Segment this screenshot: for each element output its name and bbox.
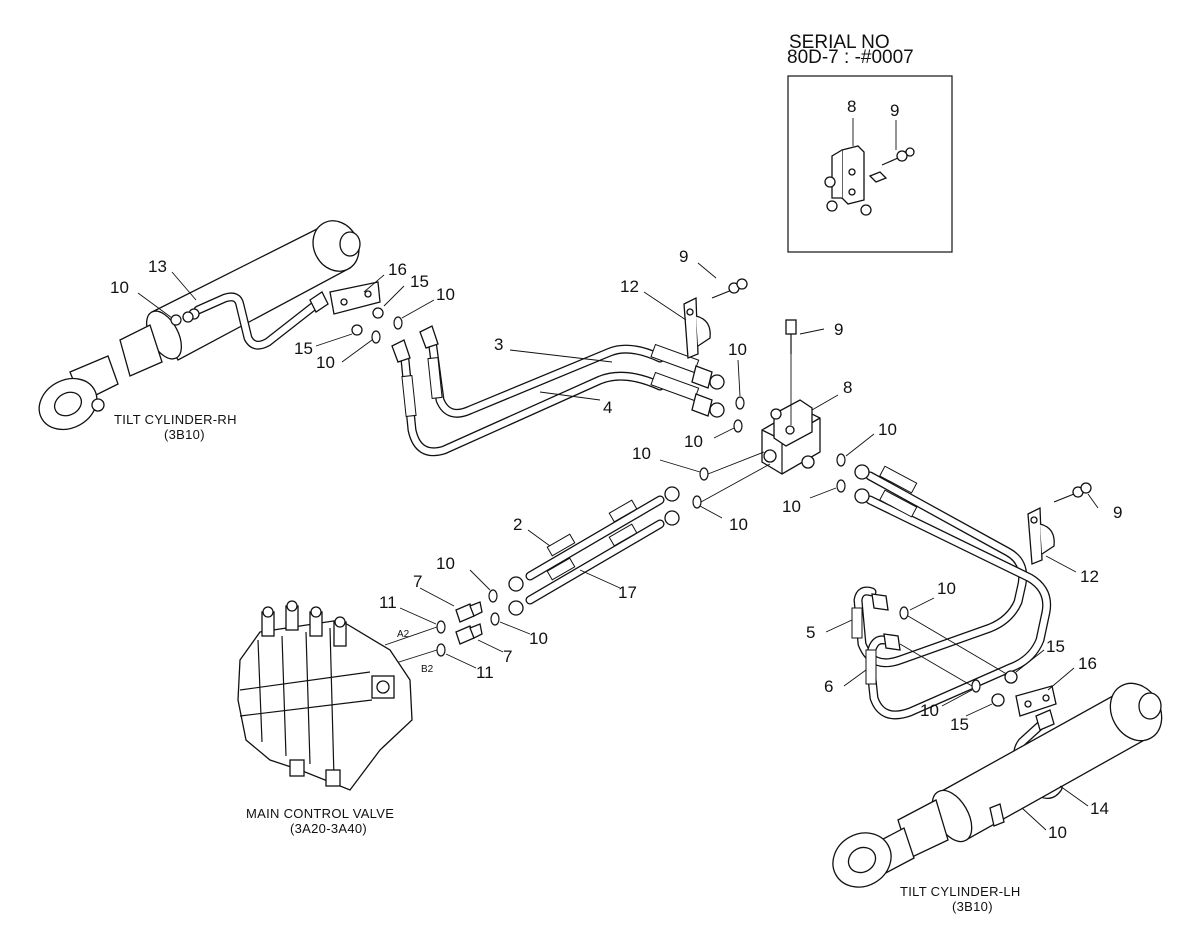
inset-bracket-8	[824, 145, 888, 216]
callout-15-lh-a: 15	[1046, 637, 1065, 656]
callout-10-lh-b: 10	[920, 701, 939, 720]
block-8	[761, 399, 821, 475]
callout-8-inset: 8	[847, 97, 856, 116]
callout-12-right: 12	[1080, 567, 1099, 586]
oring-10-mid-b	[490, 612, 500, 626]
callout-7-a: 7	[413, 572, 422, 591]
callout-10-rh-a: 10	[110, 278, 129, 297]
clamp-12-right	[1027, 506, 1055, 565]
callout-3: 3	[494, 335, 503, 354]
serial-inset-frame	[787, 75, 953, 253]
oring-10-block-a	[735, 396, 745, 410]
serial-title: SERIAL NO	[789, 32, 890, 53]
callout-numbers: 13 10 16 15 10 15 10 9 12 3 4 9 10 8 10 …	[110, 247, 1122, 842]
callout-10-mid-a: 10	[436, 554, 455, 573]
tilt-cylinder-rh	[38, 220, 361, 431]
tilt-lh-ref: (3B10)	[952, 899, 993, 914]
callout-6: 6	[824, 677, 833, 696]
oring-10-block-e	[692, 495, 702, 509]
tilt-rh-ref: (3B10)	[164, 427, 205, 442]
oring-10-block-c	[836, 453, 846, 467]
callout-10-block-b: 10	[684, 432, 703, 451]
hose-6	[854, 488, 1052, 720]
callout-17: 17	[618, 583, 637, 602]
mcv-ref: (3A20-3A40)	[290, 821, 367, 836]
callout-2: 2	[513, 515, 522, 534]
oring-10-lh-a	[899, 606, 909, 620]
bolt-9-block	[785, 319, 797, 425]
pipe-13	[170, 291, 329, 350]
callout-10-block-c: 10	[878, 420, 897, 439]
inset-bolt-9	[881, 147, 915, 166]
callout-10-rh-c: 10	[316, 353, 335, 372]
hose-4	[391, 339, 725, 457]
serial-range: 80D-7 : -#0007	[787, 47, 914, 68]
port-b2-label: B2	[421, 664, 434, 675]
oring-10-block-b	[733, 419, 743, 433]
nut-15-rh-a	[372, 307, 384, 319]
hose-2	[508, 486, 680, 592]
oring-10-mid-a	[488, 589, 498, 603]
callout-11-a: 11	[379, 593, 397, 612]
oring-10-lh-b	[971, 679, 981, 693]
nut-15-lh-b	[991, 693, 1005, 707]
oring-10-rh-c	[371, 330, 381, 344]
port-a2-label: A2	[397, 629, 410, 640]
callout-15-lh-b: 15	[950, 715, 969, 734]
hose-3	[419, 325, 725, 418]
callout-10-block-d: 10	[632, 444, 651, 463]
callout-10-block-e: 10	[729, 515, 748, 534]
oring-10-rh-b	[393, 316, 403, 330]
tilt-lh-label: TILT CYLINDER-LH	[900, 884, 1021, 899]
tilt-cylinder-lh	[832, 682, 1163, 888]
callout-10-lh-a: 10	[937, 579, 956, 598]
callout-12-top: 12	[620, 277, 639, 296]
callout-10-rh-b: 10	[436, 285, 455, 304]
callout-9-top: 9	[679, 247, 688, 266]
serial-inset: SERIAL NO 80D-7 : -#0007 8 9	[787, 32, 953, 253]
hose-17	[508, 510, 680, 616]
main-control-valve	[237, 600, 413, 791]
bolt-9-right	[1053, 482, 1092, 503]
callout-7-b: 7	[503, 647, 512, 666]
callout-15-rh-a: 15	[410, 272, 429, 291]
oring-10-block-f	[836, 479, 846, 493]
adapter-7-a	[455, 601, 483, 623]
nut-15-lh-a	[1004, 670, 1018, 684]
callout-13: 13	[148, 257, 167, 276]
callout-10-lh-c: 10	[1048, 823, 1067, 842]
nut-15-rh-b	[351, 324, 363, 336]
oring-11-a	[436, 620, 446, 634]
callout-9-right: 9	[1113, 503, 1122, 522]
bracket-16-rh	[329, 281, 381, 315]
tilt-rh-label: TILT CYLINDER-RH	[114, 412, 237, 427]
callout-10-mid-b: 10	[529, 629, 548, 648]
callout-9-block: 9	[834, 320, 843, 339]
callout-16-rh: 16	[388, 260, 407, 279]
bolt-9-top	[711, 278, 748, 299]
callout-10-block-a: 10	[728, 340, 747, 359]
leader-lines	[137, 262, 1099, 831]
clamp-12-top	[683, 296, 711, 359]
callout-15-rh-b: 15	[294, 339, 313, 358]
bracket-16-lh	[1015, 685, 1057, 717]
callout-8-block: 8	[843, 378, 852, 397]
callout-11-b: 11	[476, 663, 494, 682]
adapter-7-b	[455, 623, 483, 645]
callout-5: 5	[806, 623, 815, 642]
callout-14: 14	[1090, 799, 1109, 818]
mcv-label: MAIN CONTROL VALVE	[246, 806, 394, 821]
oring-10-block-d	[699, 467, 709, 481]
callout-16-lh: 16	[1078, 654, 1097, 673]
callout-9-inset: 9	[890, 101, 899, 120]
oring-11-b	[436, 643, 446, 657]
callout-4: 4	[603, 398, 612, 417]
callout-10-block-f: 10	[782, 497, 801, 516]
